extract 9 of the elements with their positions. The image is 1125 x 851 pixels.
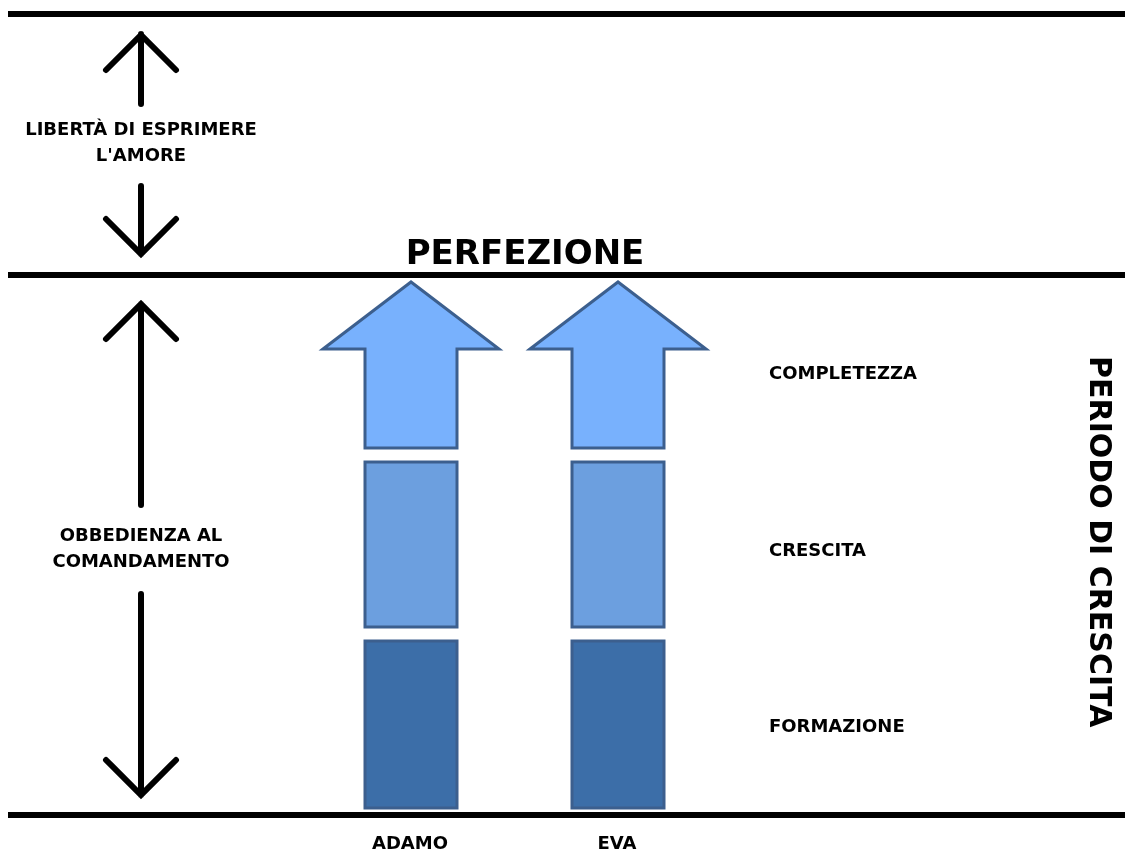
heading-label: PERFEZIONE	[404, 231, 646, 274]
section-label: LIBERTÀ DI ESPRIMERE L'AMORE	[24, 117, 258, 168]
stage-label: FORMAZIONE	[769, 714, 906, 738]
section-label: OBBEDIENZA AL COMANDAMENTO	[51, 523, 231, 574]
period-label: PERIODO DI CRESCITA	[1081, 355, 1119, 730]
column-label: EVA	[596, 831, 638, 851]
column-label: ADAMO	[371, 831, 449, 851]
stage-label: COMPLETEZZA	[769, 361, 918, 385]
stage-label: CRESCITA	[769, 538, 868, 562]
